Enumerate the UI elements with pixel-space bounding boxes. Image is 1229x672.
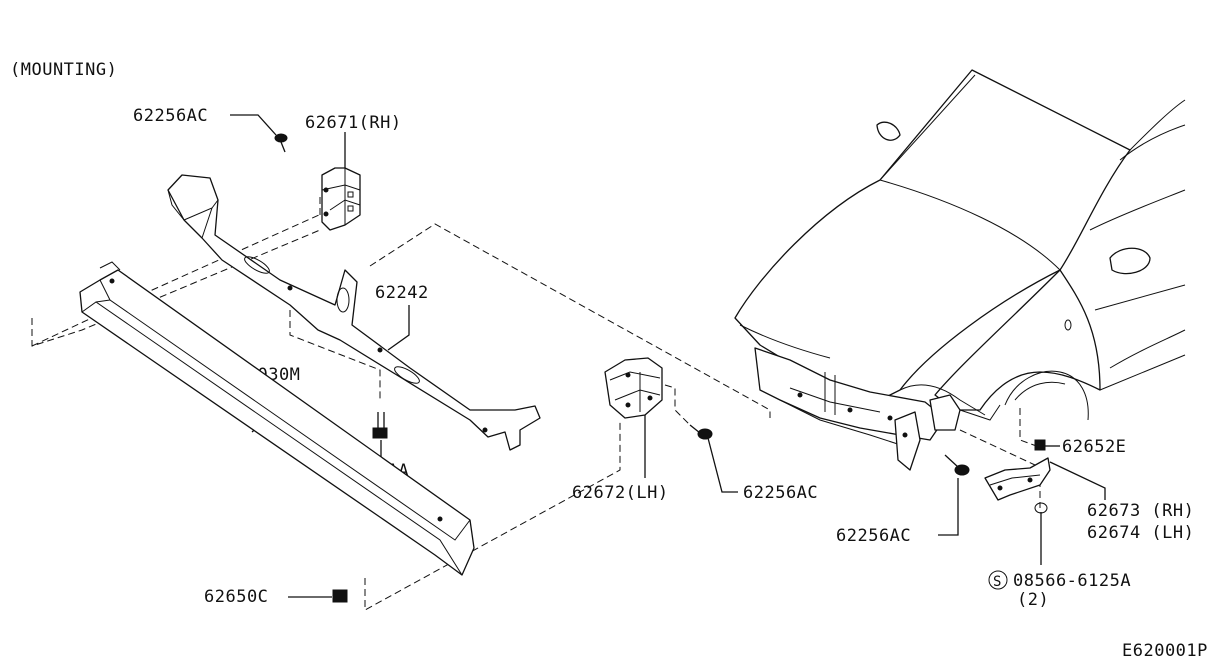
label-screw-qty: (2) xyxy=(1017,590,1049,610)
label-62674-lh[interactable]: 62674 (LH) xyxy=(1087,523,1194,543)
label-62652e[interactable]: 62652E xyxy=(1062,437,1126,457)
bolt-62256ac-mid[interactable] xyxy=(689,424,713,440)
nut-62652e[interactable] xyxy=(1034,439,1046,451)
label-62671-rh[interactable]: 62671(RH) xyxy=(305,113,402,133)
bolt-62256ac-top[interactable] xyxy=(274,133,288,153)
leader-lines xyxy=(230,114,1106,598)
label-62256ac-mid[interactable]: 62256AC xyxy=(743,483,818,503)
label-62256ac-top[interactable]: 62256AC xyxy=(133,106,208,126)
label-62256ac-right[interactable]: 62256AC xyxy=(836,526,911,546)
bracket-62671-rh[interactable] xyxy=(321,167,361,231)
screw-s-symbol: S xyxy=(988,570,1008,590)
label-08566-6125a[interactable]: 08566-6125A xyxy=(1013,571,1131,591)
label-62242[interactable]: 62242 xyxy=(375,283,429,303)
bracket-62242[interactable] xyxy=(167,174,541,451)
screw-s-letter: S xyxy=(993,574,1002,590)
bracket-62673-62674[interactable] xyxy=(984,457,1051,501)
bolt-62256ac-right[interactable] xyxy=(944,454,970,476)
vehicle-body xyxy=(734,69,1186,471)
bracket-62672-lh[interactable] xyxy=(604,357,663,419)
figure-code: E620001P xyxy=(1122,641,1208,661)
section-title: (MOUNTING) xyxy=(10,60,117,80)
label-62650c[interactable]: 62650C xyxy=(204,587,268,607)
reinforcement-62030m[interactable] xyxy=(79,261,475,576)
label-62672-lh[interactable]: 62672(LH) xyxy=(572,483,669,503)
label-62673-rh[interactable]: 62673 (RH) xyxy=(1087,501,1194,521)
bolt-62256aa[interactable] xyxy=(372,412,388,439)
clip-62650c[interactable] xyxy=(332,589,348,603)
screw-08566-6125a[interactable] xyxy=(1034,502,1048,514)
